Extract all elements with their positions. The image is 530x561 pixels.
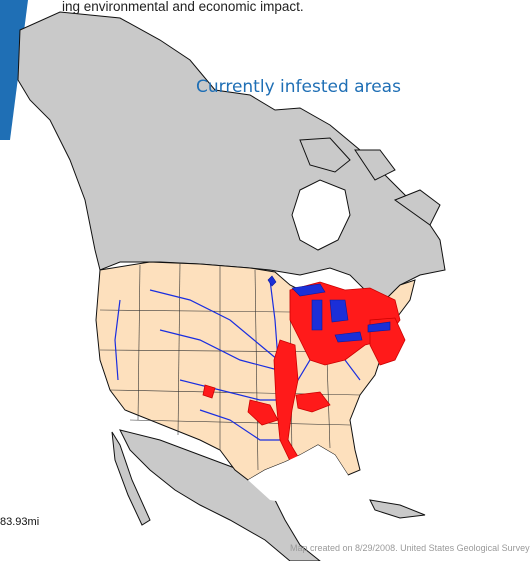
scale-bar-label: 83.93mi — [0, 516, 40, 528]
map-title: Currently infested areas — [196, 77, 401, 97]
great-lakes — [267, 275, 391, 343]
slide-caption-text: ing environmental and economic impact. — [62, 0, 304, 14]
map-credit: Map created on 8/29/2008. United States … — [290, 543, 530, 553]
hudson-bay — [291, 179, 351, 251]
mexico-landmass — [119, 429, 321, 561]
north-america-map — [0, 0, 446, 561]
gulf-of-mexico — [248, 445, 348, 505]
baja-peninsula — [111, 431, 151, 526]
cuba-island — [369, 499, 426, 519]
arctic-islands — [299, 137, 441, 226]
